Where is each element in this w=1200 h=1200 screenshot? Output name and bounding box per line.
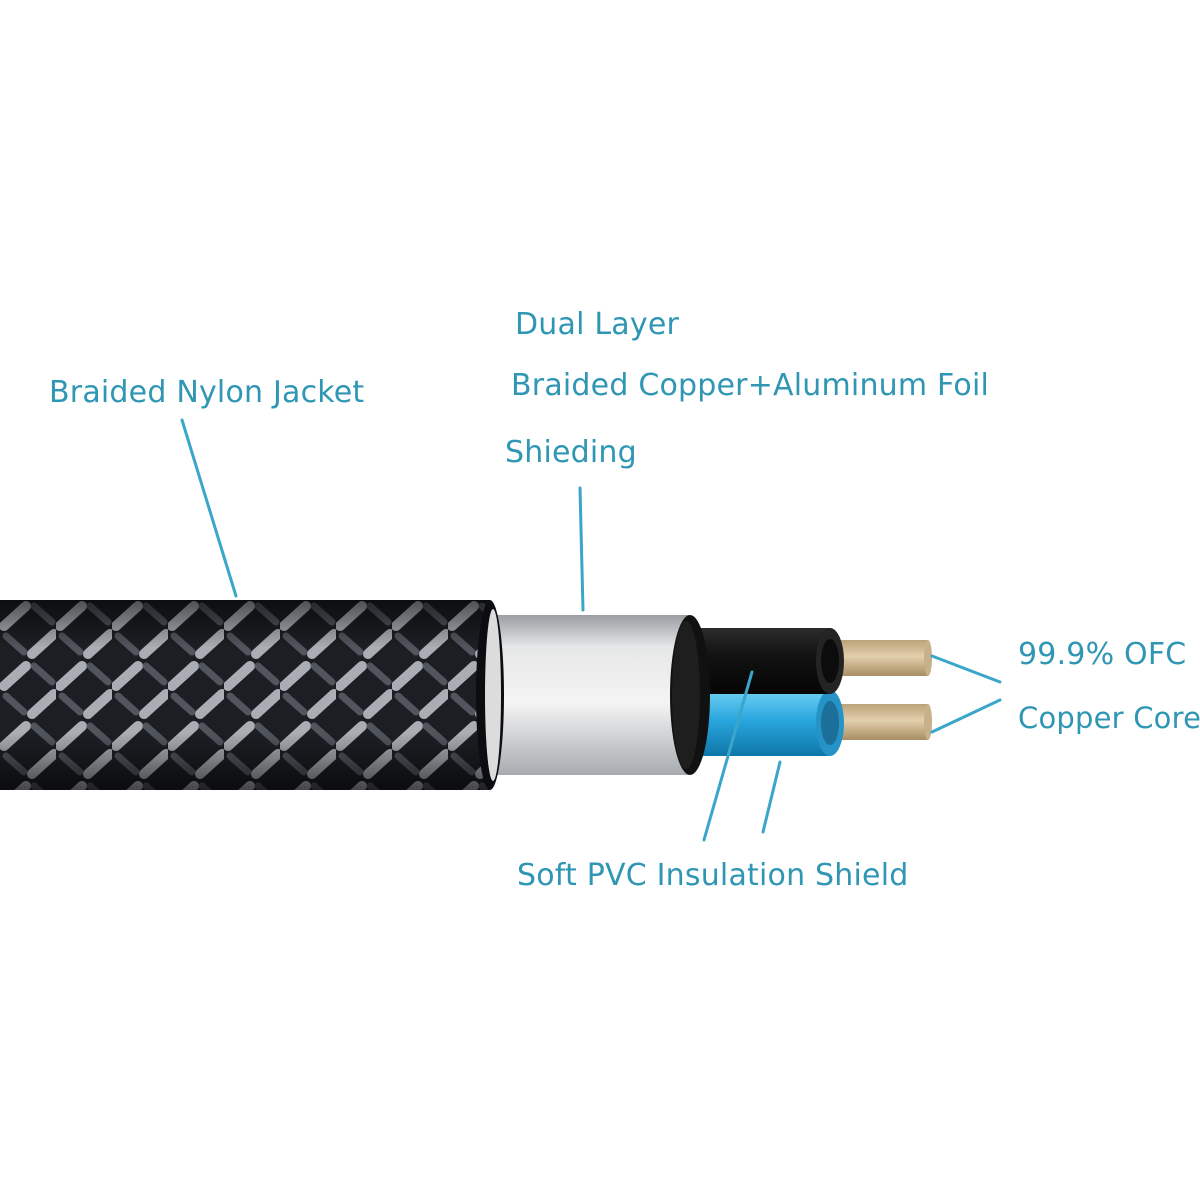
label-shielding-line-2: Braided Copper+Aluminum Foil [511,368,990,403]
label-soft-pvc-insulation: Soft PVC Insulation Shield [517,858,909,893]
leader-line-insulation-1 [702,670,754,842]
foil-shielding [470,615,710,775]
label-braided-nylon-jacket: Braided Nylon Jacket [49,375,365,410]
label-copper-core-line-1: 99.9% OFC [1018,637,1187,672]
leader-line-shielding [578,486,585,612]
leader-line-core-bottom [930,698,1002,734]
leader-line-insulation-2 [761,760,782,834]
braided-nylon-jacket [0,600,504,790]
label-copper-core-line-2: Copper Core [1018,701,1200,735]
leader-line-core-top [930,654,1002,684]
label-shielding-line-1: Dual Layer [515,307,680,342]
label-shielding-line-3: Shieding [505,435,637,470]
leader-line-jacket [180,418,238,598]
